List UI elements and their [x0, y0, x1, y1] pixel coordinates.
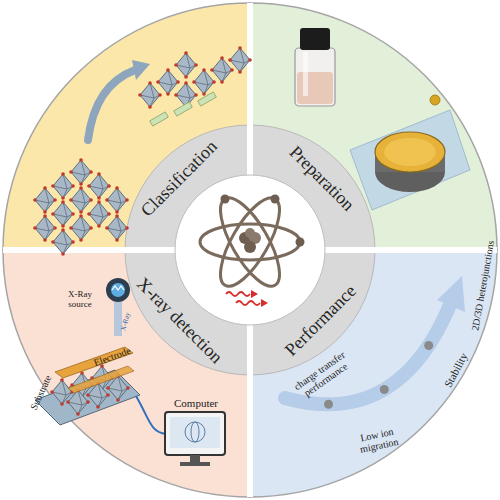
- performance-arrow-part: [380, 385, 389, 394]
- x-ray-source-icon-part: [112, 286, 124, 290]
- transformation-arrow-part: [88, 70, 135, 140]
- x-ray-wave-arrows-part: [226, 292, 250, 296]
- center-disc: [175, 175, 325, 325]
- crystal-structure-left-part: [33, 186, 57, 214]
- quadrant-backgrounds: [3, 3, 497, 497]
- crystal-structure-left: [33, 158, 129, 256]
- crystal-structure-left-part: [51, 200, 75, 228]
- x-ray-wave-arrows-part: [236, 301, 260, 305]
- crystal-structure-left-part: [69, 214, 93, 242]
- precursor-vial-part: [303, 52, 308, 96]
- crystal-structure-layered: [138, 46, 252, 126]
- separator-lines: [3, 3, 497, 497]
- crystal-structure-left-part: [87, 172, 111, 200]
- atom-icon-part: [200, 224, 300, 260]
- x-ray-source-icon-part: [106, 278, 130, 302]
- spin-coater-part: [350, 110, 470, 210]
- detector-device-part: [68, 366, 134, 393]
- atom-icon-part: [271, 195, 280, 204]
- computer-monitor-part: [180, 462, 210, 466]
- performance-arrow-part: [324, 400, 333, 409]
- crystal-structure-left-part: [69, 186, 93, 214]
- performance-arrow-part: [424, 341, 433, 350]
- signal-wire: [136, 396, 166, 434]
- atom-icon-part: [245, 228, 255, 238]
- precursor-vial-part: [295, 48, 335, 106]
- precursor-vial: [295, 28, 335, 106]
- performance-arrow-part: [437, 276, 465, 312]
- atom-icon: [200, 190, 305, 295]
- precursor-vial-part: [297, 72, 333, 104]
- computer-monitor-part: [185, 422, 205, 442]
- crystal-structure-left-part: [105, 186, 129, 214]
- computer-monitor-part: [190, 455, 200, 462]
- spin-coater: [350, 95, 470, 210]
- crystal-structure-layered-part: [156, 68, 180, 96]
- crystal-structure-layered-part: [150, 112, 169, 126]
- x-ray-wave-arrows-part: [251, 290, 258, 298]
- transformation-arrow-part: [132, 60, 150, 80]
- crystal-structure-layered-part: [138, 81, 162, 109]
- x-ray-wave-arrows-part: [261, 299, 268, 307]
- crystal-structure-layered-part: [174, 51, 198, 79]
- transformation-arrow: [88, 60, 150, 140]
- detector-device-part: [66, 388, 90, 416]
- atom-icon-part: [209, 190, 290, 295]
- crystal-structure-left-part: [69, 158, 93, 186]
- computer-monitor-part: [191, 422, 199, 442]
- x-ray-source-icon-part: [111, 283, 125, 297]
- precursor-vial-part: [300, 28, 330, 50]
- annotation-label: Computer: [174, 397, 218, 409]
- crystal-structure-layered-part: [192, 68, 216, 96]
- annotation-label: X-Ray source: [60, 290, 100, 310]
- crystal-structure-layered-part: [228, 46, 252, 74]
- detector-device: [35, 347, 140, 425]
- crystal-structure-layered-part: [174, 102, 193, 116]
- crystal-structure-left-part: [33, 214, 57, 242]
- spin-coater-part: [375, 132, 445, 172]
- atom-icon-part: [221, 195, 230, 204]
- computer-monitor-part: [170, 417, 220, 448]
- x-ray-wave-arrows: [226, 290, 268, 307]
- spin-coater-part: [384, 138, 436, 166]
- computer-monitor: [165, 412, 225, 466]
- crystal-structure-layered-part: [198, 92, 217, 106]
- crystal-structure-left-part: [87, 200, 111, 228]
- spin-coater-part: [430, 95, 440, 105]
- atom-icon-part: [209, 190, 290, 295]
- crystal-structure-left-part: [51, 228, 75, 256]
- atom-icon-part: [296, 238, 305, 247]
- center-disc-part: [175, 175, 325, 325]
- crystal-structure-left-part: [105, 214, 129, 242]
- signal-wire-part: [136, 396, 166, 434]
- atom-icon-part: [244, 241, 256, 253]
- x-ray-source-icon-part: [114, 302, 122, 336]
- crystal-structure-left-part: [51, 172, 75, 200]
- computer-monitor-part: [165, 412, 225, 455]
